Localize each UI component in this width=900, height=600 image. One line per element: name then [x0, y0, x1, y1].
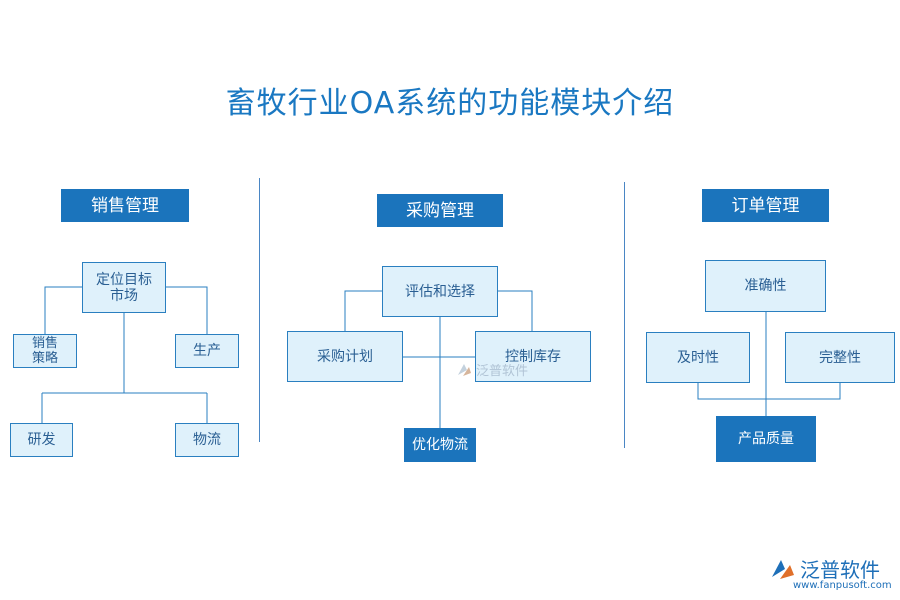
watermark-logo-icon [458, 363, 471, 376]
sales-production-node: 生产 [175, 334, 239, 368]
purchase-evaluate-node: 评估和选择 [382, 266, 498, 317]
watermark-text: 泛普软件 [476, 364, 529, 379]
purchase-inventory-node: 控制库存 [475, 331, 591, 382]
order-completeness-node: 完整性 [785, 332, 895, 383]
purchase-logistics-node: 优化物流 [404, 428, 476, 462]
sales-strategy-node: 销售 策略 [13, 334, 77, 368]
sales-strategy-label: 销售 策略 [31, 336, 58, 366]
order-accuracy-node: 准确性 [705, 260, 826, 312]
watermark: 泛普软件 [455, 360, 528, 379]
purchase-plan-node: 采购计划 [287, 331, 403, 382]
sales-logistics-node: 物流 [175, 423, 239, 457]
divider-left [259, 178, 260, 442]
sales-header: 销售管理 [61, 189, 189, 222]
brand-url: www.fanpusoft.com [793, 580, 892, 591]
sales-rd-node: 研发 [10, 423, 73, 457]
brand-name: 泛普软件 [800, 558, 880, 582]
page-title: 畜牧行业OA系统的功能模块介绍 [225, 86, 675, 121]
sales-center-label: 定位目标 市场 [96, 271, 152, 304]
brand-logo: 泛普软件 [770, 554, 880, 583]
order-quality-node: 产品质量 [716, 416, 816, 462]
order-header: 订单管理 [702, 189, 829, 222]
purchase-header: 采购管理 [377, 194, 503, 227]
sales-center-node: 定位目标 市场 [82, 262, 166, 313]
brand-logo-icon [772, 559, 794, 579]
divider-right [624, 182, 625, 448]
order-timeliness-node: 及时性 [646, 332, 750, 383]
